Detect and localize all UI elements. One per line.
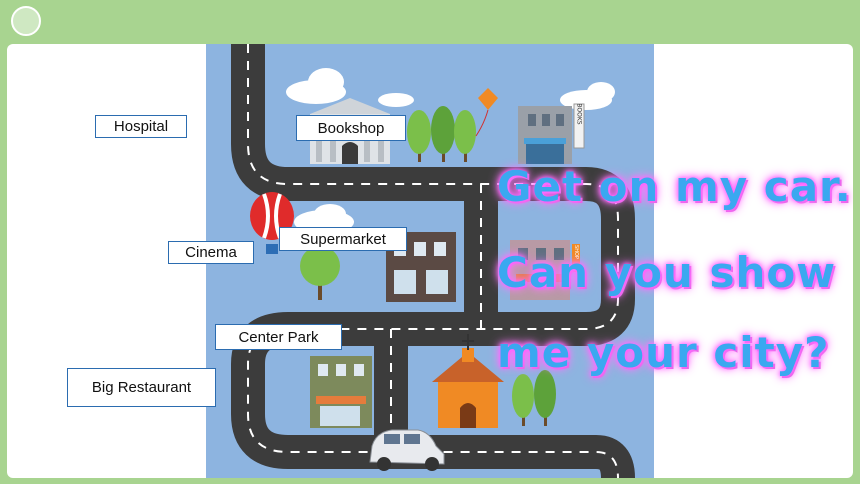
books-sign: BOOKS xyxy=(576,103,583,124)
supermarket-building xyxy=(386,232,456,302)
shop-sign: SHOP xyxy=(573,245,579,259)
car-icon xyxy=(369,429,445,471)
supermarket-label[interactable]: Supermarket xyxy=(279,227,407,251)
center-park-label[interactable]: Center Park xyxy=(215,324,342,350)
park-tree xyxy=(300,246,340,300)
headline-line-1: Get on my car. xyxy=(497,162,852,211)
bookshop-label[interactable]: Bookshop xyxy=(296,115,406,141)
restaurant-building xyxy=(310,356,372,428)
headline-line-3: me your city? xyxy=(497,328,830,377)
trees-church xyxy=(512,370,556,426)
kite-icon xyxy=(475,88,498,137)
slide-canvas: BOOKS SHOP xyxy=(7,44,853,478)
slide-circle-icon xyxy=(11,6,41,36)
hospital-label[interactable]: Hospital xyxy=(95,115,187,138)
books-shop-building: BOOKS xyxy=(518,103,585,164)
big-restaurant-label[interactable]: Big Restaurant xyxy=(67,368,216,407)
trees-top xyxy=(407,106,476,162)
church-building xyxy=(432,334,504,428)
top-bar xyxy=(0,0,860,44)
shop-building: SHOP xyxy=(510,240,580,300)
headline-line-2: Can you show xyxy=(497,248,836,297)
cinema-label[interactable]: Cinema xyxy=(168,241,254,264)
